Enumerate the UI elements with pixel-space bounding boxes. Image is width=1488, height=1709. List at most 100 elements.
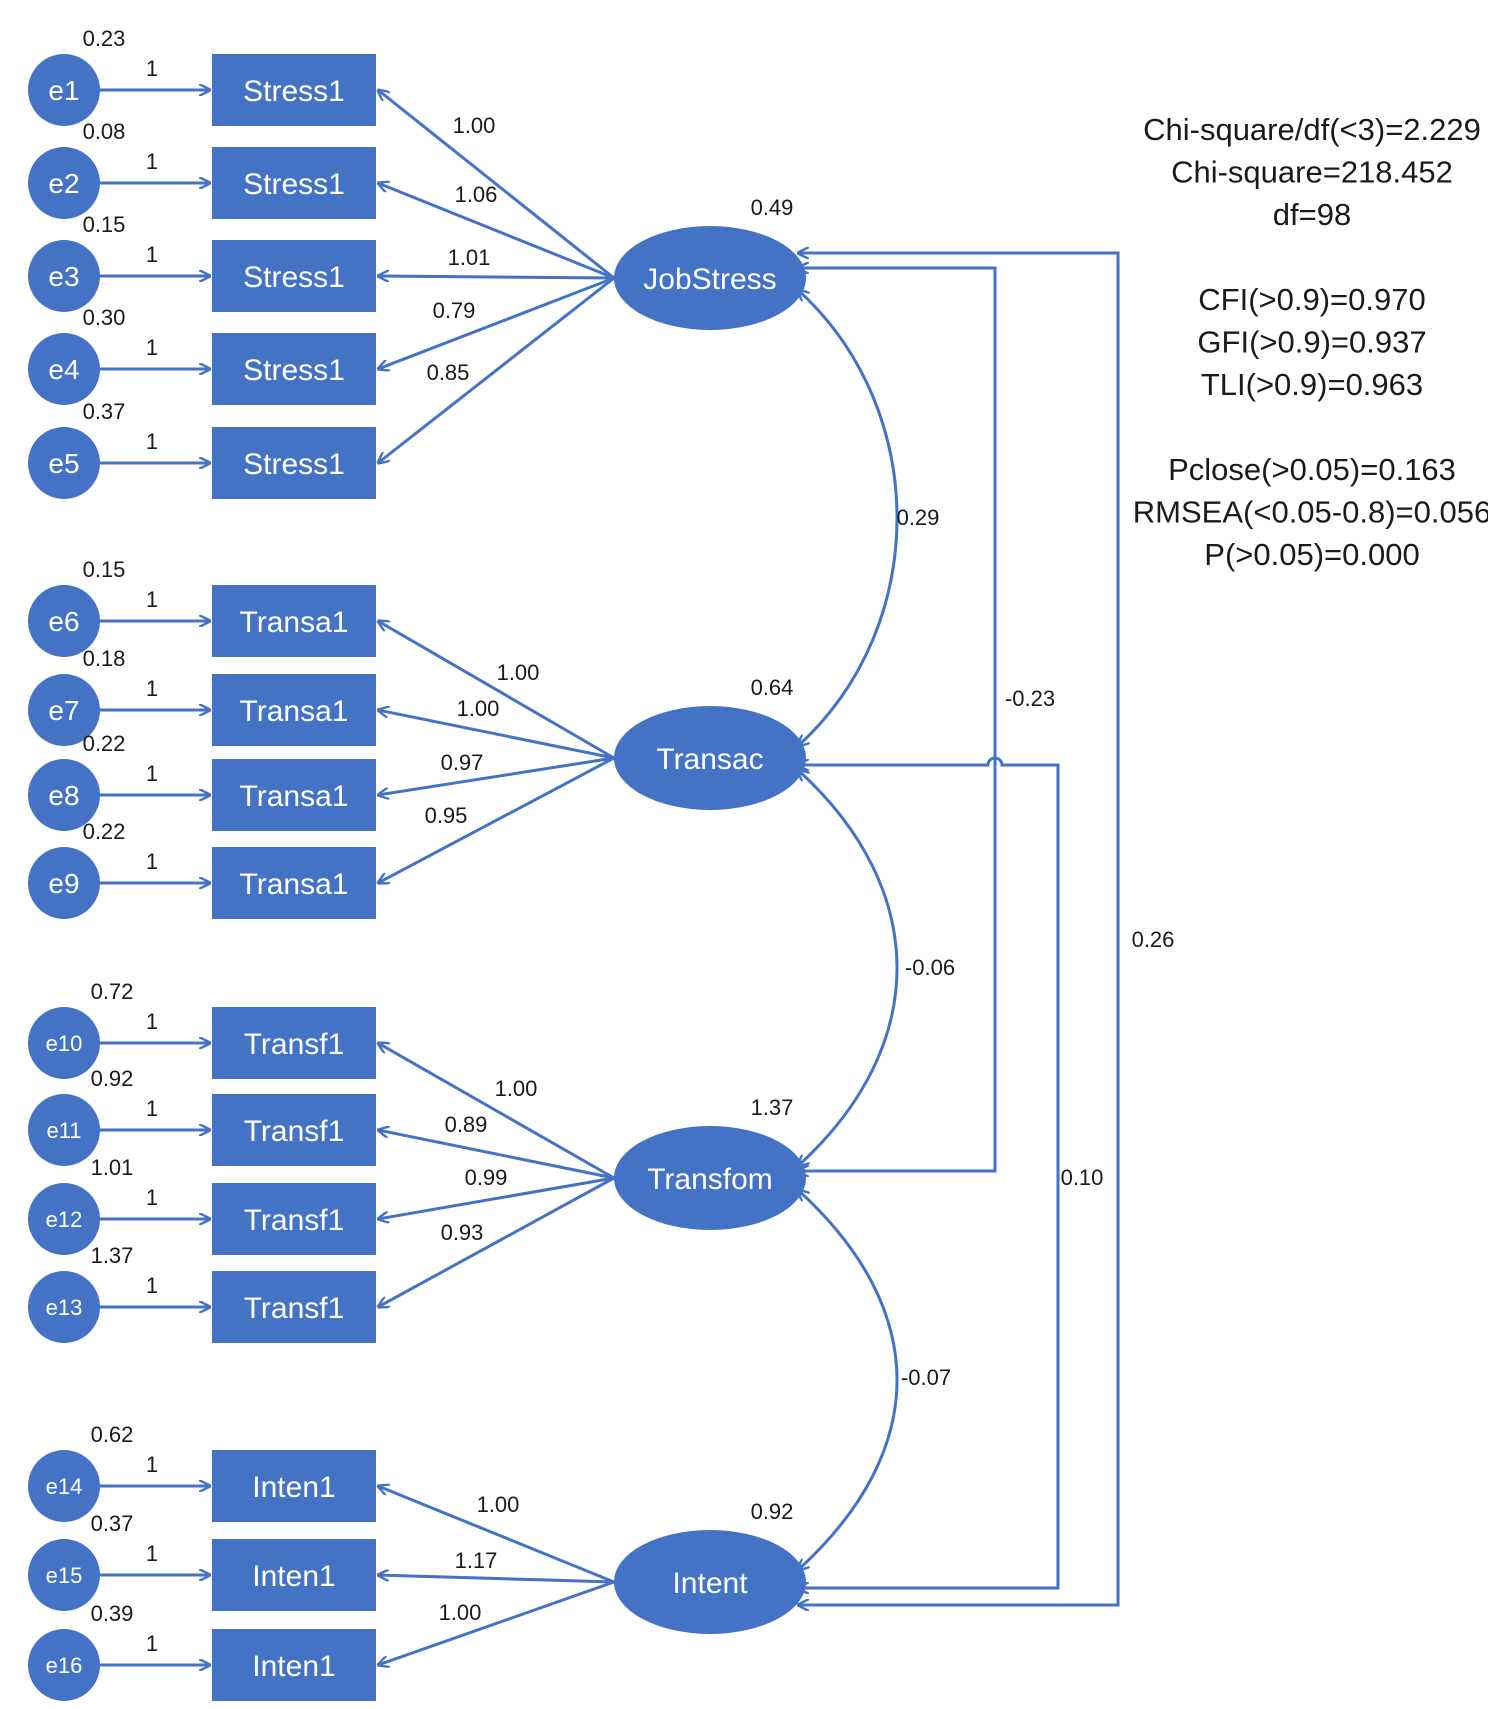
loading-path bbox=[378, 276, 615, 463]
latent-label: Intent bbox=[672, 1567, 748, 1600]
fit-index-line: TLI(>0.9)=0.963 bbox=[1201, 367, 1423, 402]
fit-index-line: df=98 bbox=[1273, 197, 1351, 232]
indicator-box bbox=[212, 1271, 376, 1343]
indicator-label: Stress1 bbox=[243, 168, 345, 201]
loading-path bbox=[378, 1130, 615, 1180]
loading-path bbox=[378, 276, 615, 278]
fit-index-line: RMSEA(<0.05-0.8)=0.056 bbox=[1133, 495, 1488, 530]
error-variance-label: 0.18 bbox=[83, 646, 126, 671]
latent-variance-label: 0.92 bbox=[751, 1499, 794, 1524]
error-term-e14 bbox=[28, 1450, 100, 1522]
covariance-label: -0.23 bbox=[1005, 686, 1055, 711]
loading-label: 1.01 bbox=[448, 245, 491, 270]
indicator-label: Transa1 bbox=[240, 606, 349, 639]
error-term-e3 bbox=[28, 240, 100, 312]
indicator-label: Transf1 bbox=[244, 1028, 345, 1061]
error-term-e8 bbox=[28, 759, 100, 831]
error-path-label: 1 bbox=[146, 676, 158, 701]
latent-variance-label: 0.49 bbox=[751, 195, 794, 220]
loading-path bbox=[378, 276, 615, 369]
latent-label: Transac bbox=[656, 743, 763, 776]
covariance-label: -0.06 bbox=[905, 955, 955, 980]
covariance-label: 0.29 bbox=[897, 505, 940, 530]
error-path-label: 1 bbox=[146, 761, 158, 786]
loading-path bbox=[378, 1580, 615, 1665]
loading-label: 1.00 bbox=[439, 1600, 482, 1625]
latent-label: JobStress bbox=[643, 263, 776, 296]
loading-label: 1.00 bbox=[497, 660, 540, 685]
fit-index-line: P(>0.05)=0.000 bbox=[1204, 537, 1419, 572]
error-path-label: 1 bbox=[146, 1273, 158, 1298]
error-term-e16 bbox=[28, 1629, 100, 1701]
error-path-label: 1 bbox=[146, 1631, 158, 1656]
latent-variance-label: 0.64 bbox=[751, 675, 794, 700]
indicator-label: Inten1 bbox=[252, 1560, 335, 1593]
loading-path bbox=[378, 756, 615, 795]
error-label: e3 bbox=[48, 261, 79, 292]
error-term-e2 bbox=[28, 147, 100, 219]
indicator-label: Stress1 bbox=[243, 354, 345, 387]
error-term-e10 bbox=[28, 1007, 100, 1079]
error-variance-label: 1.01 bbox=[91, 1155, 134, 1180]
fit-index-line: GFI(>0.9)=0.937 bbox=[1197, 325, 1426, 360]
indicator-label: Stress1 bbox=[243, 261, 345, 294]
error-label: e9 bbox=[48, 868, 79, 899]
indicator-label: Stress1 bbox=[243, 448, 345, 481]
loading-label: 1.00 bbox=[457, 696, 500, 721]
error-variance-label: 0.39 bbox=[91, 1601, 134, 1626]
loading-label: 0.85 bbox=[427, 360, 470, 385]
loading-label: 0.95 bbox=[425, 803, 468, 828]
loading-label: 0.79 bbox=[433, 298, 476, 323]
error-label: e7 bbox=[48, 695, 79, 726]
indicator-box bbox=[212, 585, 376, 657]
error-variance-label: 0.15 bbox=[83, 557, 126, 582]
loading-path bbox=[378, 183, 615, 280]
error-variance-label: 0.37 bbox=[91, 1511, 134, 1536]
indicator-box bbox=[212, 847, 376, 919]
latent-transfom bbox=[614, 1126, 806, 1230]
loading-label: 1.06 bbox=[455, 182, 498, 207]
error-term-e5 bbox=[28, 427, 100, 499]
fit-index-line: Chi-square/df(<3)=2.229 bbox=[1143, 112, 1481, 147]
error-label: e6 bbox=[48, 606, 79, 637]
error-variance-label: 0.37 bbox=[83, 399, 126, 424]
error-path-label: 1 bbox=[146, 587, 158, 612]
loading-label: 0.99 bbox=[465, 1165, 508, 1190]
loading-label: 0.89 bbox=[445, 1112, 488, 1137]
error-term-e1 bbox=[28, 54, 100, 126]
loading-path bbox=[378, 90, 615, 280]
error-label: e2 bbox=[48, 168, 79, 199]
error-term-e12 bbox=[28, 1183, 100, 1255]
error-variance-label: 0.08 bbox=[83, 119, 126, 144]
loading-path bbox=[378, 621, 615, 760]
latent-jobstress bbox=[614, 226, 806, 330]
connector-layer bbox=[100, 90, 1120, 1665]
indicator-label: Inten1 bbox=[252, 1650, 335, 1683]
covariance-curve bbox=[798, 1190, 899, 1570]
indicator-box bbox=[212, 1450, 376, 1522]
error-term-e7 bbox=[28, 674, 100, 746]
error-path-label: 1 bbox=[146, 429, 158, 454]
indicator-box bbox=[212, 147, 376, 219]
error-variance-label: 0.30 bbox=[83, 305, 126, 330]
error-label: e5 bbox=[48, 448, 79, 479]
indicator-label: Transf1 bbox=[244, 1115, 345, 1148]
error-label: e1 bbox=[48, 75, 79, 106]
indicator-label: Transa1 bbox=[240, 695, 349, 728]
error-path-label: 1 bbox=[146, 849, 158, 874]
error-term-e9 bbox=[28, 847, 100, 919]
indicator-box bbox=[212, 1539, 376, 1611]
indicator-label: Transf1 bbox=[244, 1292, 345, 1325]
latent-label: Transfom bbox=[647, 1163, 773, 1196]
covariance-curve bbox=[798, 290, 899, 746]
indicator-box bbox=[212, 674, 376, 746]
error-label: e14 bbox=[46, 1474, 83, 1499]
indicator-box bbox=[212, 1183, 376, 1255]
loading-label: 1.00 bbox=[477, 1492, 520, 1517]
error-label: e10 bbox=[46, 1031, 83, 1056]
covariance-curve bbox=[798, 770, 899, 1166]
indicator-label: Transf1 bbox=[244, 1204, 345, 1237]
indicator-label: Stress1 bbox=[243, 75, 345, 108]
indicator-box bbox=[212, 1007, 376, 1079]
